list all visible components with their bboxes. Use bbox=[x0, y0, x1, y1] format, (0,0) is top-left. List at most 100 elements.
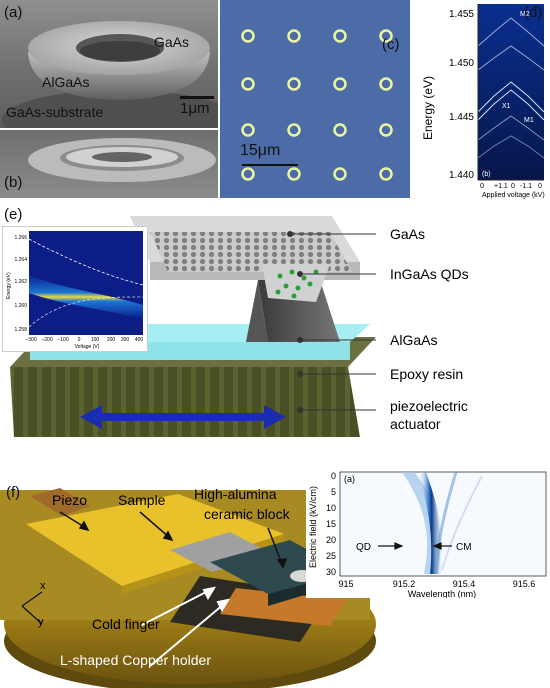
micro-ring bbox=[241, 29, 255, 43]
panel-f-letter: (f) bbox=[6, 484, 21, 501]
micro-ring bbox=[241, 77, 255, 91]
f-label-ceramic-1: High-alumina bbox=[194, 486, 277, 502]
e-inset-xtick: 300 bbox=[121, 337, 130, 343]
e-inset-ytick: 1.264 bbox=[14, 257, 27, 263]
scale-label-c: 15μm bbox=[240, 142, 281, 159]
e-label-piezo-1: piezoelectric bbox=[390, 398, 468, 414]
panel-d-energy-plot: 1.455 1.450 1.445 1.440 Energy (eV) 0 +1… bbox=[412, 0, 550, 200]
e-inset-ytick: 1.260 bbox=[14, 303, 27, 309]
micro-ring bbox=[287, 167, 301, 181]
d-xlabel: Applied voltage (kV) bbox=[482, 192, 545, 199]
e-label-piezo-2: actuator bbox=[390, 416, 441, 432]
f-inset-ytick: 25 bbox=[326, 551, 336, 561]
f-inset-xlabel: Wavelength (nm) bbox=[408, 589, 476, 598]
micro-ring bbox=[287, 123, 301, 137]
micropillar-sem bbox=[2, 21, 218, 128]
ring-array bbox=[241, 29, 393, 181]
inset-energy-map: 1.266 1.264 1.262 1.260 1.258 Energy (eV… bbox=[6, 231, 144, 350]
f-inset-ylabel: Electric field (kV/cm) bbox=[308, 486, 318, 568]
f-inset-xtick: 915.4 bbox=[453, 579, 476, 589]
e-inset-xtick: −100 bbox=[57, 337, 68, 343]
micro-ring bbox=[379, 29, 393, 43]
f-label-ceramic-2: ceramic block bbox=[204, 506, 290, 522]
panel-b-letter: (b) bbox=[4, 174, 23, 191]
micro-ring bbox=[333, 77, 347, 91]
f-inset-xtick: 915.2 bbox=[393, 579, 416, 589]
setup-3d-schematic bbox=[0, 488, 376, 688]
panel-f-inset-plot: 0 5 10 15 20 25 30 Electric field (kV/cm… bbox=[306, 466, 550, 599]
f-inset-cm-label: CM bbox=[456, 542, 472, 553]
f-label-cold-finger: Cold finger bbox=[92, 616, 160, 632]
panel-e-device-schematic: (e) GaAs InGaAs QDs AlGaAs Epoxy resin p… bbox=[0, 202, 550, 462]
f-inset-xtick: 915.6 bbox=[513, 579, 536, 589]
micro-ring bbox=[241, 123, 255, 137]
d-xtick: 0 bbox=[511, 183, 515, 190]
f-axis-y: y bbox=[38, 616, 44, 628]
f-inset-ytick: 0 bbox=[331, 471, 336, 481]
d-ytick: 1.450 bbox=[449, 58, 474, 69]
micro-ring bbox=[379, 167, 393, 181]
f-inset-ytick: 5 bbox=[331, 487, 336, 497]
micro-ring bbox=[287, 29, 301, 43]
scale-bar-a bbox=[180, 96, 214, 99]
f-inset-ytick: 20 bbox=[326, 535, 336, 545]
micro-ring bbox=[333, 29, 347, 43]
scale-label-a: 1μm bbox=[180, 100, 210, 117]
scale-bar-c bbox=[242, 164, 298, 166]
e-inset-ylabel: Energy (eV) bbox=[6, 272, 12, 299]
d-xtick: 0 bbox=[538, 183, 542, 190]
microring-sem bbox=[28, 138, 216, 182]
d-inner-letter: (b) bbox=[482, 171, 491, 178]
panel-e-inset-plot: 1.266 1.264 1.262 1.260 1.258 Energy (eV… bbox=[2, 226, 148, 352]
d-m2-label: M2 bbox=[520, 11, 530, 18]
panel-e-letter: (e) bbox=[4, 206, 23, 223]
energy-spectrum: 1.455 1.450 1.445 1.440 Energy (eV) 0 +1… bbox=[421, 4, 545, 199]
f-inset-ytick: 30 bbox=[326, 567, 336, 577]
f-label-sample: Sample bbox=[118, 492, 166, 508]
d-ytick: 1.440 bbox=[449, 170, 474, 181]
micro-ring bbox=[241, 167, 255, 181]
e-inset-ytick: 1.266 bbox=[14, 235, 27, 241]
panel-c-letter: (c) bbox=[382, 36, 400, 53]
panel-b-sem-image: (b) bbox=[0, 130, 218, 198]
micro-ring bbox=[379, 77, 393, 91]
f-inset-xtick: 915 bbox=[338, 579, 353, 589]
e-inset-ytick: 1.262 bbox=[14, 279, 27, 285]
panel-f-setup-schematic: (f) Piezo Sample High-alumina ceramic bl… bbox=[0, 466, 550, 688]
panel-c-optical-image: (c) 15μm bbox=[220, 0, 410, 198]
inset-field-spectrum: 0 5 10 15 20 25 30 Electric field (kV/cm… bbox=[308, 471, 547, 599]
f-inset-ytick: 15 bbox=[326, 519, 336, 529]
e-inset-ytick: 1.258 bbox=[14, 327, 27, 333]
f-label-piezo: Piezo bbox=[52, 492, 88, 508]
panel-a-letter: (a) bbox=[4, 4, 23, 21]
micro-ring bbox=[379, 123, 393, 137]
e-inset-xtick: 400 bbox=[135, 337, 144, 343]
micro-ring bbox=[287, 77, 301, 91]
f-label-holder: L-shaped Copper holder bbox=[60, 652, 211, 668]
gaas-label: GaAs bbox=[154, 34, 190, 50]
panel-a-sem-image: (a) GaAs AlGaAs GaAs-substrate 1μm bbox=[0, 0, 218, 128]
e-inset-xtick: −200 bbox=[41, 337, 52, 343]
e-inset-xtick: 100 bbox=[91, 337, 100, 343]
d-m1-label: M1 bbox=[524, 117, 534, 124]
algaas-label: AlGaAs bbox=[42, 74, 90, 90]
f-inset-ytick: 10 bbox=[326, 503, 336, 513]
micro-ring bbox=[333, 123, 347, 137]
e-label-algaas: AlGaAs bbox=[390, 332, 438, 348]
d-xtick: -1.1 bbox=[520, 183, 532, 190]
f-axis-x: x bbox=[40, 580, 46, 592]
device-3d-schematic bbox=[10, 216, 376, 437]
f-inset-qd-label: QD bbox=[356, 542, 371, 553]
micro-ring bbox=[333, 167, 347, 181]
f-inset-letter: (a) bbox=[344, 474, 355, 484]
gaas-substrate-label: GaAs-substrate bbox=[6, 104, 104, 120]
d-xtick: +1.1 bbox=[494, 183, 508, 190]
e-label-qds: InGaAs QDs bbox=[390, 266, 469, 282]
d-ytick: 1.445 bbox=[449, 112, 474, 123]
d-xtick: 0 bbox=[480, 183, 484, 190]
d-ylabel: Energy (eV) bbox=[421, 76, 435, 140]
d-ytick: 1.455 bbox=[449, 9, 474, 20]
e-label-epoxy: Epoxy resin bbox=[390, 366, 464, 382]
panel-d-letter: (d) bbox=[524, 4, 543, 21]
e-inset-xlabel: Voltage (V) bbox=[75, 344, 100, 350]
